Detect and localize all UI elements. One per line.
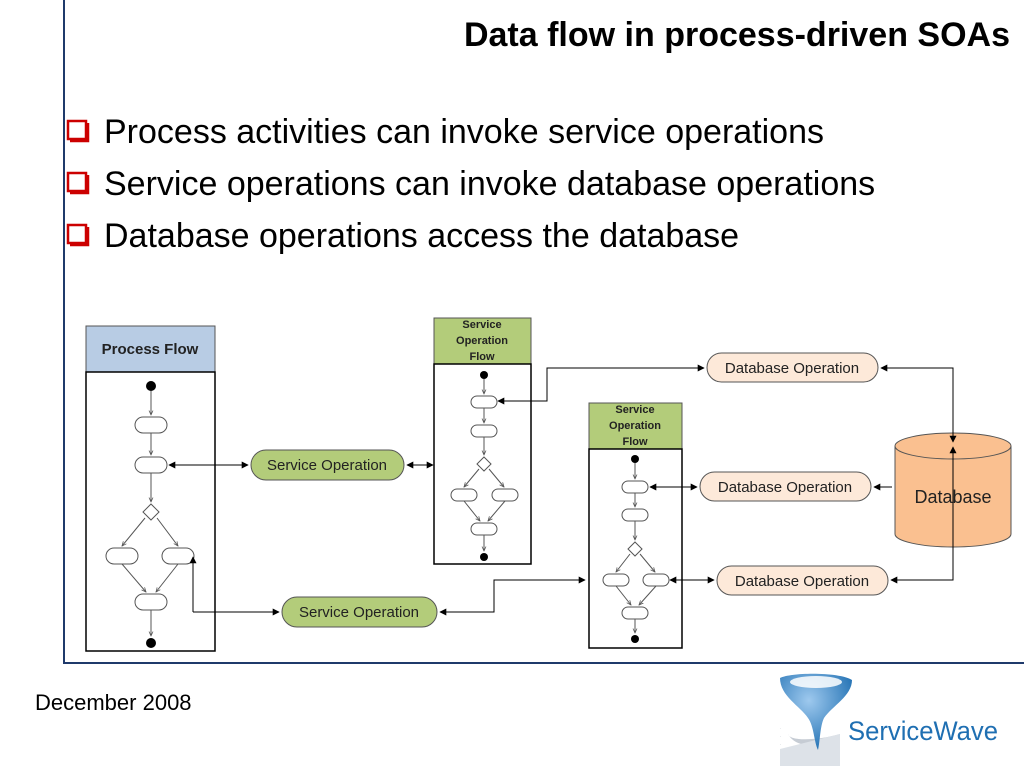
service-flow-1-activity-chart xyxy=(450,371,519,561)
bullet-text-3: Database operations access the database xyxy=(104,217,740,255)
wave-drop-icon xyxy=(780,673,852,766)
checkbox-bullet-icon xyxy=(66,223,90,247)
service-operation-label: Service Operation xyxy=(299,604,419,621)
process-flow-label: Process Flow xyxy=(102,341,199,358)
servicewave-logo: ServiceWave xyxy=(780,673,998,766)
service-flow-label-line-3: Flow xyxy=(622,436,647,448)
service-flow-label-line-2: Operation xyxy=(456,335,508,347)
database-operation-pill-1: Database Operation xyxy=(706,352,879,383)
service-operation-flow-box-1: Service Operation Flow xyxy=(433,317,532,565)
service-flow-label-line-2: Operation xyxy=(609,420,661,432)
bullet-item-1: Process activities can invoke service op… xyxy=(64,110,964,154)
database-operation-pill-2: Database Operation xyxy=(699,471,872,502)
checkbox-bullet-icon xyxy=(66,171,90,195)
service-flow-label-line-1: Service xyxy=(615,404,654,416)
database-operation-label: Database Operation xyxy=(725,360,859,377)
diagram-connectors xyxy=(168,364,957,616)
service-operation-label: Service Operation xyxy=(267,457,387,474)
bullet-text-1: Process activities can invoke service op… xyxy=(104,113,824,151)
process-flow-box: Process Flow xyxy=(85,325,216,652)
slide-title: Data flow in process-driven SOAs xyxy=(463,16,1010,54)
service-operation-flow-box-2: Service Operation Flow xyxy=(588,402,683,649)
checkbox-bullet-icon xyxy=(66,119,90,143)
footer-date: December 2008 xyxy=(35,690,192,715)
bullet-text-2: Service operations can invoke database o… xyxy=(104,165,876,203)
slide-frame-bottom xyxy=(63,662,1024,664)
service-operation-pill-1: Service Operation xyxy=(250,449,405,481)
slide-frame-left xyxy=(63,0,65,664)
service-flow-label-line-3: Flow xyxy=(469,351,494,363)
brand-name: ServiceWave xyxy=(848,716,998,746)
service-operation-pill-2: Service Operation xyxy=(281,596,438,628)
database-operation-pill-3: Database Operation xyxy=(716,565,889,596)
service-flow-label-line-1: Service xyxy=(462,319,501,331)
bullet-item-3: Database operations access the database xyxy=(64,214,964,258)
service-flow-2-activity-chart xyxy=(602,455,670,643)
bullet-item-2: Service operations can invoke database o… xyxy=(64,162,964,206)
database-operation-label: Database Operation xyxy=(735,573,869,590)
bullet-list: Process activities can invoke service op… xyxy=(64,110,964,266)
database-operation-label: Database Operation xyxy=(718,479,852,496)
process-flow-activity-chart xyxy=(105,381,195,648)
